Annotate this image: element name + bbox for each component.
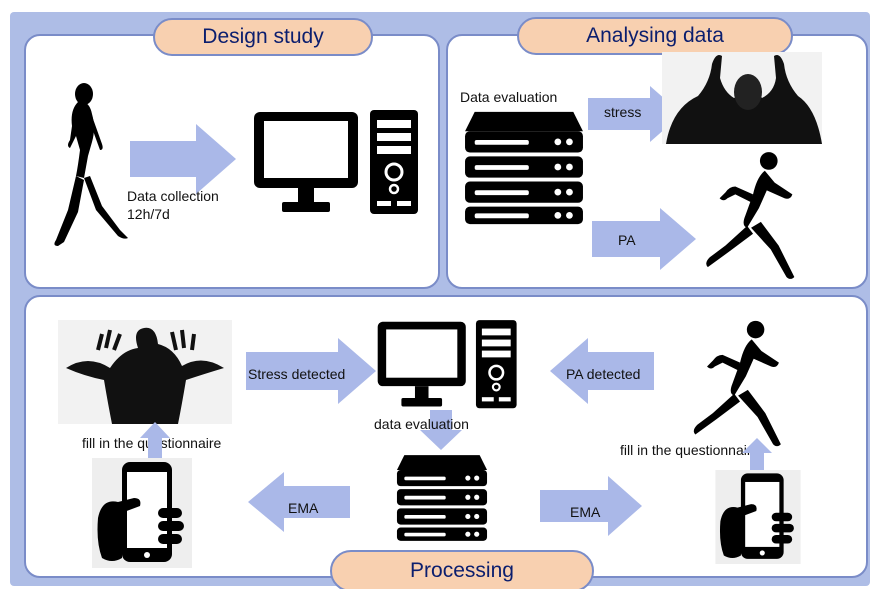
smartphone-hand-icon bbox=[92, 458, 192, 568]
analysing-data-title: Analysing data bbox=[517, 17, 793, 55]
design-study-title: Design study bbox=[153, 18, 373, 56]
stressed-person-icon bbox=[58, 320, 232, 424]
data-collection-label: Data collection bbox=[127, 188, 219, 204]
ema-right-arrow bbox=[540, 476, 644, 536]
woman-running-icon bbox=[696, 146, 814, 286]
computer-icon bbox=[252, 108, 422, 218]
data-evaluation-label: Data evaluation bbox=[460, 89, 558, 105]
smartphone-hand-icon bbox=[708, 470, 808, 564]
stress-detected-arrow bbox=[246, 338, 378, 404]
data-collection-duration-label: 12h/7d bbox=[127, 206, 170, 222]
stress-label: stress bbox=[604, 104, 642, 120]
pa-label: PA bbox=[618, 232, 636, 248]
ema-left-label: EMA bbox=[288, 500, 319, 516]
collection-arrow bbox=[130, 124, 238, 194]
pa-arrow bbox=[592, 208, 698, 270]
ema-left-arrow bbox=[248, 472, 352, 532]
server-icon bbox=[460, 110, 588, 226]
stressed-person-icon bbox=[662, 52, 822, 144]
runner-icon bbox=[682, 316, 802, 452]
stress-detected-label: Stress detected bbox=[248, 366, 346, 382]
walking-woman-icon bbox=[40, 80, 140, 250]
questionnaire-right-label: fill in the questionnaire bbox=[620, 442, 760, 458]
stress-arrow bbox=[588, 86, 683, 142]
server-icon bbox=[394, 452, 490, 544]
questionnaire-right-up-arrow bbox=[742, 438, 772, 474]
questionnaire-left-up-arrow bbox=[140, 422, 170, 462]
pa-detected-label: PA detected bbox=[566, 366, 641, 382]
pa-detected-arrow bbox=[550, 338, 656, 404]
data-evaluation-label: data evaluation bbox=[374, 416, 469, 432]
evaluation-down-arrow bbox=[420, 410, 462, 450]
processing-title: Processing bbox=[330, 550, 594, 589]
ema-right-label: EMA bbox=[570, 504, 601, 520]
computer-icon bbox=[376, 318, 520, 412]
